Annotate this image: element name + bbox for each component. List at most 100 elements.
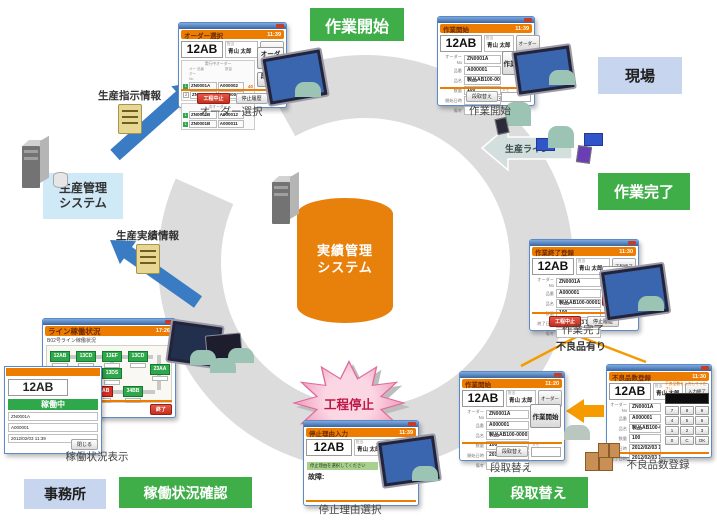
process-cancel-button[interactable]: 工程中止 xyxy=(548,316,581,327)
start-work-button[interactable]: 作業開始 xyxy=(530,404,561,428)
connector xyxy=(157,355,161,369)
close-icon[interactable] xyxy=(628,241,636,245)
operator-label: 担当 xyxy=(486,36,493,40)
field-value[interactable]: ZN0001A xyxy=(486,410,529,419)
field-label: オーダーNo xyxy=(467,409,484,420)
line-node[interactable]: 23AA xyxy=(150,364,170,381)
field-row: オーダーNo ZN0001A xyxy=(532,277,601,288)
field-value[interactable]: 製品AB100-00001 xyxy=(486,431,529,440)
keypad-key[interactable]: OK xyxy=(695,436,709,445)
operator-label: 担当 xyxy=(508,391,515,395)
field-value[interactable]: ZN0001A xyxy=(464,55,501,64)
operator-box: 担当 青山 太郎 xyxy=(506,390,536,407)
field-row: オーダーNo ZN0001A xyxy=(440,54,501,65)
field-value[interactable]: 100 xyxy=(629,434,661,443)
keypad-key[interactable]: 2 xyxy=(680,426,694,435)
popup-row-list: ZN0001A A000001 2012/02/03 11:39 xyxy=(5,412,101,443)
field-row: 備考 xyxy=(462,461,529,470)
setup-change-button[interactable]: 段取替え xyxy=(465,91,498,102)
worker-icon xyxy=(548,126,574,148)
field-label: 品番 xyxy=(475,422,484,428)
operator-name: 青山 太郎 xyxy=(579,266,603,272)
keypad-key[interactable]: 4 xyxy=(665,416,679,425)
field-label: 品名 xyxy=(545,300,554,306)
window-bottom-bar: 工程中止 停止履歴 xyxy=(532,312,636,328)
field-row: 備考 xyxy=(440,106,501,115)
keypad-key[interactable]: 0 xyxy=(665,436,679,445)
window-title: 停止理由入力 xyxy=(309,430,348,438)
nameplate xyxy=(104,363,120,368)
quantity: 40 xyxy=(247,83,253,89)
close-icon[interactable] xyxy=(408,422,416,426)
setup-change-button[interactable]: 段取替え xyxy=(495,446,528,457)
close-icon[interactable] xyxy=(165,320,173,324)
field-value[interactable]: 2012/02/03 11:30 xyxy=(629,454,661,463)
window-bottom-bar: 工程中止 停止履歴 xyxy=(181,89,284,105)
exit-button[interactable]: 終了 xyxy=(149,404,172,415)
row-flag: 1 xyxy=(183,121,188,127)
field-row: 品名 製品AB100-00001 xyxy=(440,76,501,85)
field-value[interactable]: 製品AB100-00001 xyxy=(556,299,601,308)
field-label: 品名 xyxy=(453,77,462,83)
machine-tag: 13DS xyxy=(102,368,122,379)
worker-icon xyxy=(412,466,438,481)
stop-reason-option[interactable]: 故障: xyxy=(308,474,325,481)
close-icon[interactable] xyxy=(524,18,532,22)
keypad-key[interactable]: 8 xyxy=(680,406,694,415)
line-node[interactable]: 13DS xyxy=(102,368,122,385)
window-chrome xyxy=(179,23,286,29)
field-value[interactable]: ZN0001A xyxy=(556,278,601,287)
order-row[interactable]: 1 ZN0001B A000012 xyxy=(183,111,253,119)
keypad-key[interactable]: 7 xyxy=(665,406,679,415)
memo-box[interactable]: メモ xyxy=(531,443,561,457)
field-value[interactable]: 製品AB100-00001 xyxy=(464,76,501,85)
keypad-key[interactable]: 1 xyxy=(665,426,679,435)
popup-row: A000001 xyxy=(8,423,98,432)
parts-box-icon xyxy=(584,133,603,146)
operator-name: 青山 太郎 xyxy=(509,398,533,404)
field-value[interactable]: 製品AB100-00001 xyxy=(629,424,661,433)
keypad-key[interactable]: 6 xyxy=(695,416,709,425)
field-row: 数量 100 xyxy=(609,434,661,443)
line-node[interactable]: 13EF xyxy=(102,351,122,368)
field-label: 備考 xyxy=(475,462,484,468)
field-value[interactable] xyxy=(464,106,501,115)
keypad-key[interactable]: C xyxy=(680,436,694,445)
process-cancel-button[interactable]: 工程中止 xyxy=(197,93,230,104)
field-value[interactable]: A000001 xyxy=(629,414,661,423)
stop-history-button[interactable]: 停止履歴 xyxy=(587,316,620,327)
field-value[interactable]: A000001 xyxy=(556,289,601,298)
close-button[interactable]: 閉じる xyxy=(70,439,98,450)
result-info-label: 生産実績情報 xyxy=(116,230,179,242)
keypad-key[interactable]: 3 xyxy=(695,426,709,435)
nameplate xyxy=(104,380,120,385)
worker-icon xyxy=(295,82,321,97)
operator-name: 青山 太郎 xyxy=(487,43,511,49)
close-icon[interactable] xyxy=(554,373,562,377)
close-icon[interactable] xyxy=(276,24,284,28)
site-label-office: 事務所 xyxy=(24,479,106,509)
server-icon xyxy=(21,135,56,192)
keypad-key[interactable]: 5 xyxy=(680,416,694,425)
close-icon[interactable] xyxy=(701,366,709,370)
popup-titlebar xyxy=(6,368,100,376)
caption-defect-count: 不良品数登録 xyxy=(626,459,690,471)
order-row[interactable]: 1 ZN0001B A000011 xyxy=(183,120,253,128)
caption-work-complete: 作業完了 xyxy=(562,324,604,336)
stop-history-button[interactable]: 停止履歴 xyxy=(235,93,268,104)
operator-label: 担当 xyxy=(578,259,585,263)
bottom-rule xyxy=(609,452,709,454)
line-node[interactable]: 13CD xyxy=(128,351,148,368)
keypad-key[interactable]: 9 xyxy=(695,406,709,415)
field-label: 品番 xyxy=(453,67,462,73)
field-label: オーダーNo xyxy=(537,277,554,288)
field-value[interactable]: A000001 xyxy=(464,66,501,75)
process-stop-label: 工程停止 xyxy=(323,398,374,412)
field-value[interactable]: ZN0001A xyxy=(629,403,661,412)
field-value[interactable]: A000001 xyxy=(486,421,529,430)
field-label: 品名 xyxy=(618,425,627,431)
field-label: 備考 xyxy=(545,330,554,336)
window-title: ライン稼働状況 xyxy=(48,326,101,336)
group-label: 次オーダー xyxy=(208,105,228,109)
field-value[interactable] xyxy=(486,461,529,470)
